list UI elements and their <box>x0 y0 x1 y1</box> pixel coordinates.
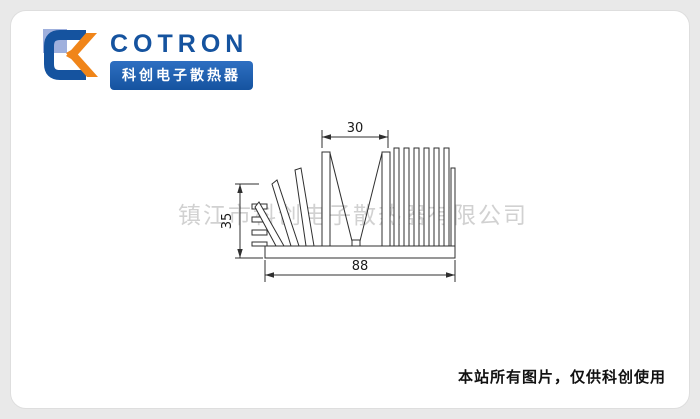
channel-taper-line <box>329 152 353 242</box>
heatsink-profile <box>251 147 456 259</box>
right-fin <box>413 147 420 247</box>
brand-banner: 科创电子散热器 <box>110 61 253 90</box>
dim-left-height-label: 35 <box>220 213 235 230</box>
dimension-lines <box>235 130 456 282</box>
left-tab-fin <box>251 229 268 236</box>
base-plate <box>264 245 456 259</box>
dim-top-width-label: 30 <box>347 121 364 136</box>
footer-notice: 本站所有图片，仅供科创使用 <box>457 369 666 386</box>
dimension-arrows <box>237 134 455 278</box>
cotron-logo-icon <box>43 29 98 80</box>
channel-taper-line <box>359 152 383 242</box>
left-tab-fin <box>251 241 268 247</box>
right-fin <box>393 147 400 247</box>
heatsink-drawing: 30 35 88 <box>220 121 456 282</box>
right-fin <box>403 147 410 247</box>
dim-bottom-width-label: 88 <box>352 259 369 274</box>
brand-name: COTRON <box>110 30 249 58</box>
left-diagonal-fin <box>254 201 285 247</box>
watermark-text: 镇江市科创电子散热器有限公司 <box>178 202 528 228</box>
channel-wall-right <box>381 151 391 247</box>
right-fin <box>423 147 430 247</box>
left-diagonal-fin <box>271 179 300 247</box>
channel-wall-left <box>321 151 331 247</box>
right-fin <box>443 147 450 247</box>
left-diagonal-fin <box>294 167 315 247</box>
channel-slot <box>351 239 361 247</box>
right-fin <box>433 147 440 247</box>
right-edge-fin <box>450 167 456 247</box>
logo: COTRON 科创电子散热器 <box>40 26 253 90</box>
